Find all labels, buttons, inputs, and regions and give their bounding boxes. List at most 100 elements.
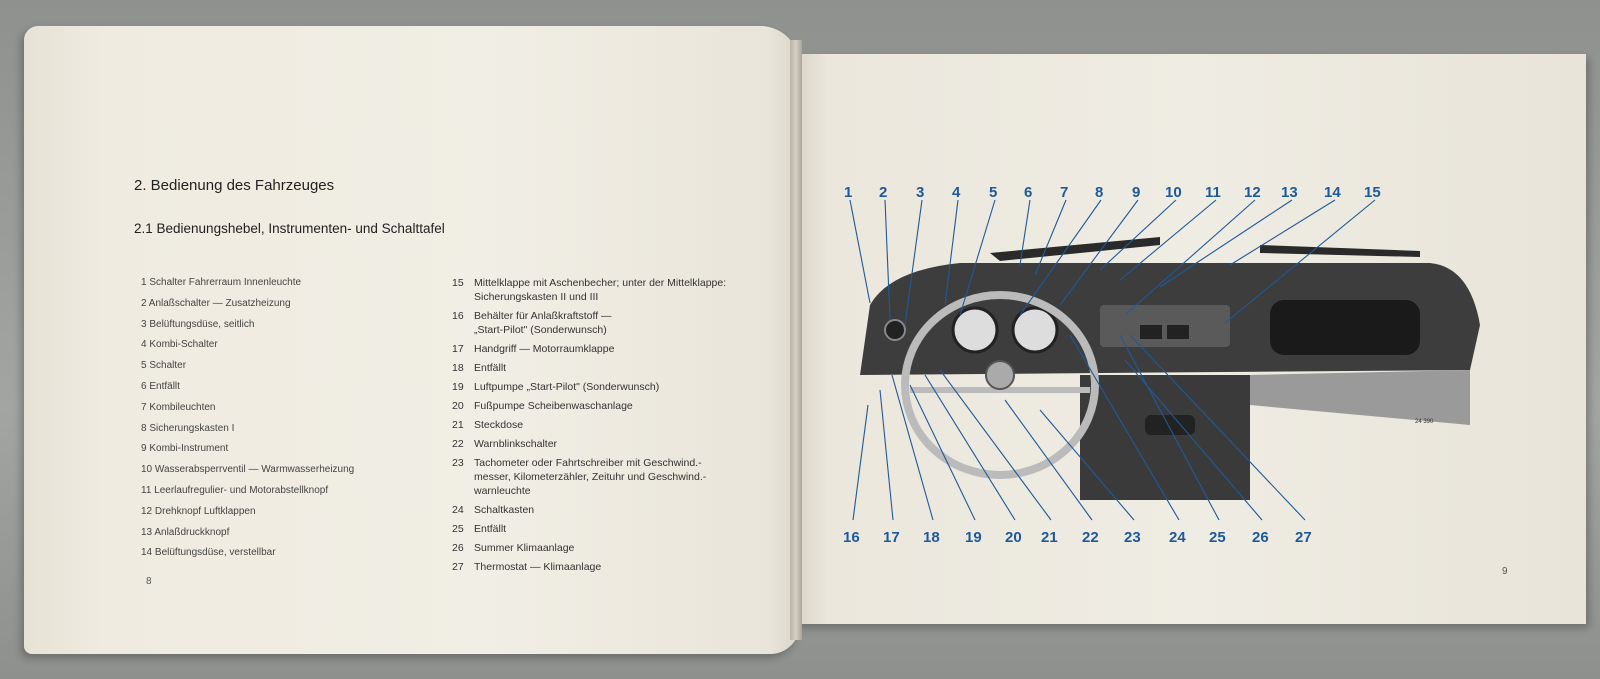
leader-line xyxy=(1019,199,1031,266)
legend-text: Tachometer oder Fahrtschreiber mit Gesch… xyxy=(474,457,702,469)
callout-label: 9 xyxy=(1132,184,1140,201)
leader-line xyxy=(852,404,869,521)
callout-label: 23 xyxy=(1124,529,1141,546)
leader-line xyxy=(879,389,894,521)
callout-label: 18 xyxy=(923,529,940,546)
callout-label: 6 xyxy=(1024,184,1032,201)
callout-label: 24 xyxy=(1169,529,1186,546)
legend-item: 14 Belüftungsdüse, verstellbar xyxy=(141,547,276,559)
legend-item: 24 Schaltkasten xyxy=(452,503,782,517)
legend-item: 2 Anlaßschalter — Zusatzheizung xyxy=(141,297,291,309)
leader-line xyxy=(884,199,891,321)
callout-label: 26 xyxy=(1252,529,1269,546)
leader-line xyxy=(1099,199,1177,271)
subsection-heading: 2.1 Bedienungshebel, Instrumenten- und S… xyxy=(134,221,445,236)
callout-label: 25 xyxy=(1209,529,1226,546)
legend-text: Fußpumpe Scheibenwaschanlage xyxy=(474,400,633,412)
legend-item: 10 Wasserabsperrventil — Warmwasserheizu… xyxy=(141,464,355,476)
callout-label: 4 xyxy=(952,184,961,201)
leader-line xyxy=(1124,199,1256,316)
console-handle xyxy=(1145,415,1195,435)
callout-label: 11 xyxy=(1205,184,1221,201)
leader-line xyxy=(1119,334,1220,521)
leader-line xyxy=(1124,359,1263,521)
leader-line xyxy=(924,374,1016,521)
legend-number: 15 xyxy=(452,277,464,289)
legend-number: 23 xyxy=(452,457,464,469)
legend-item: 7 Kombileuchten xyxy=(141,401,216,413)
legend-item: 8 Sicherungskasten I xyxy=(141,422,235,434)
callout-label: 19 xyxy=(965,529,982,546)
leader-line xyxy=(1039,409,1135,521)
legend-text-cont: „Start-Pilot" (Sonderwunsch) xyxy=(474,324,607,336)
legend-item: 11 Leerlaufregulier- und Motorabstellkno… xyxy=(141,484,329,496)
glovebox-opening xyxy=(1270,300,1420,355)
legend-item: 6 Entfällt xyxy=(141,380,180,392)
callout-label: 2 xyxy=(879,184,887,201)
leader-line xyxy=(1129,334,1306,521)
callouts-bottom: 16 17 18 19 20 21 22 23 24 25 26 27 xyxy=(843,529,1312,546)
callout-label: 14 xyxy=(1324,184,1341,201)
legend-item: 3 Belüftungsdüse, seitlich xyxy=(141,318,255,330)
legend-item: 4 Kombi-Schalter xyxy=(141,339,218,351)
section-heading: 2. Bedienung des Fahrzeuges xyxy=(134,177,335,194)
legend-text-cont: warnleuchte xyxy=(474,485,531,497)
legend-number: 16 xyxy=(452,310,464,322)
leader-line xyxy=(1034,199,1067,276)
legend-text: Schaltkasten xyxy=(474,504,535,516)
callout-label: 16 xyxy=(843,529,860,546)
legend-text: Entfällt xyxy=(474,523,507,535)
ignition xyxy=(884,319,906,341)
callout-label: 8 xyxy=(1095,184,1103,201)
callout-label: 22 xyxy=(1082,529,1099,546)
leader-line xyxy=(1159,199,1293,288)
leader-line xyxy=(1119,199,1217,281)
legend-item: 12 Drehknopf Luftklappen xyxy=(141,505,256,517)
page-number-right: 9 xyxy=(1502,566,1508,577)
legend-item: 5 Schalter xyxy=(141,360,187,372)
gauge-right xyxy=(1011,306,1059,354)
callout-label: 10 xyxy=(1165,184,1182,201)
callout-label: 3 xyxy=(916,184,924,201)
callout-label: 20 xyxy=(1005,529,1022,546)
legend-number: 19 xyxy=(452,381,464,393)
callout-label: 5 xyxy=(989,184,997,201)
steering-hub xyxy=(985,360,1015,390)
legend-text: Luftpumpe „Start-Pilot" (Sonderwunsch) xyxy=(474,381,660,393)
legend-text: Mittelklappe mit Aschenbecher; unter der… xyxy=(474,277,727,289)
page-number-left: 8 xyxy=(146,576,152,587)
legend-text: Summer Klimaanlage xyxy=(474,542,575,554)
leader-line xyxy=(959,199,996,316)
book-spine xyxy=(790,40,802,640)
leader-line xyxy=(1019,199,1102,316)
legend-number: 24 xyxy=(452,504,464,516)
leader-line xyxy=(944,199,959,306)
leader-line xyxy=(1004,399,1093,521)
callout-label: 27 xyxy=(1295,529,1312,546)
legend-list-left: 1 Schalter Fahrerraum Innenleuchte 2 Anl… xyxy=(141,276,354,567)
figure-code: 24 390 xyxy=(1415,419,1434,425)
legend-number: 26 xyxy=(452,542,464,554)
legend-item: 13 Anlaßdruckknopf xyxy=(141,526,230,538)
legend-number: 21 xyxy=(452,419,464,431)
legend-number: 22 xyxy=(452,438,464,450)
leader-line xyxy=(904,199,923,326)
legend-text: Handgriff — Motorraumklappe xyxy=(474,343,615,355)
leader-line xyxy=(891,374,934,521)
leader-line xyxy=(939,369,1052,521)
leader-lines-bottom xyxy=(852,334,1306,521)
legend-number: 18 xyxy=(452,362,464,374)
callout-label: 21 xyxy=(1041,529,1058,546)
leader-line xyxy=(1224,199,1376,324)
callout-label: 15 xyxy=(1364,184,1381,201)
left-page xyxy=(24,26,800,654)
gauge-left xyxy=(951,306,999,354)
dashboard-illustration: 24 390 xyxy=(860,237,1480,500)
